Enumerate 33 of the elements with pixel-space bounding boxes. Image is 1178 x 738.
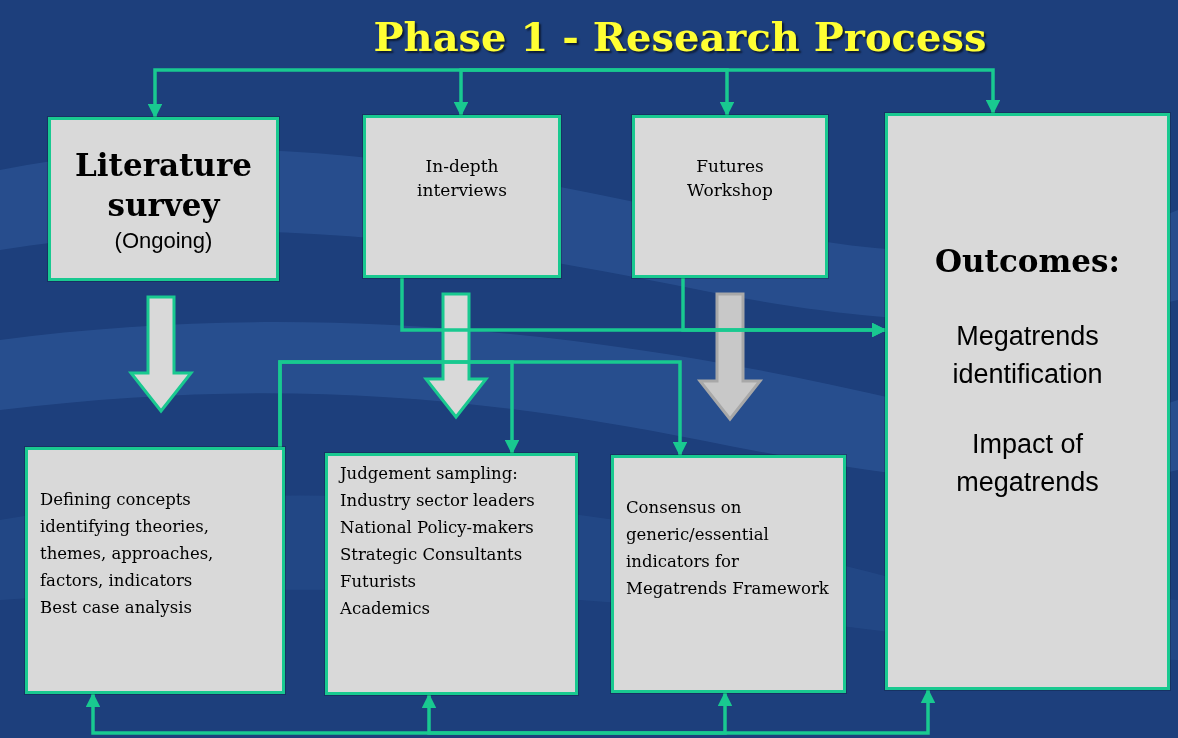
box-heading: Outcomes: (934, 242, 1121, 282)
box-text: Futures Workshop (686, 155, 774, 202)
process-box (48, 117, 279, 281)
title: Phase 1 - Research Process (372, 12, 988, 62)
block-arrow (696, 292, 764, 422)
box-text: Defining concepts identifying theories, themes, approaches, factors, indicators (40, 489, 215, 592)
box-text: Futurists (340, 571, 418, 593)
process-box (363, 115, 561, 278)
box-text: National Policy-makers (340, 517, 535, 539)
box-text: Judgement sampling: (340, 463, 519, 485)
arrow (453, 68, 574, 117)
process-box (325, 453, 578, 695)
arrow (421, 693, 510, 735)
block-arrow (422, 292, 490, 420)
process-box (25, 447, 285, 694)
box-text: Megatrends identification (951, 319, 1104, 391)
box-text: Best case analysis (40, 597, 193, 619)
process-box (885, 113, 1170, 690)
box-text: Impact of megatrends (955, 427, 1100, 499)
box-text: Strategic Consultants (340, 544, 524, 566)
box-heading: Literature survey (74, 146, 253, 225)
arrow (574, 68, 1001, 115)
process-box (611, 455, 846, 693)
box-subtitle: (Ongoing) (114, 227, 213, 255)
process-box (632, 115, 828, 278)
box-text: Academics (340, 598, 431, 620)
arrow (681, 278, 887, 338)
box-text: Consensus on generic/essential indicators for Megatrends Framework (626, 497, 830, 600)
arrow (510, 688, 936, 735)
block-arrow (127, 295, 195, 414)
box-text: In-depth interviews (416, 155, 508, 202)
box-text: Industry sector leaders (340, 490, 536, 512)
arrow (278, 360, 688, 457)
